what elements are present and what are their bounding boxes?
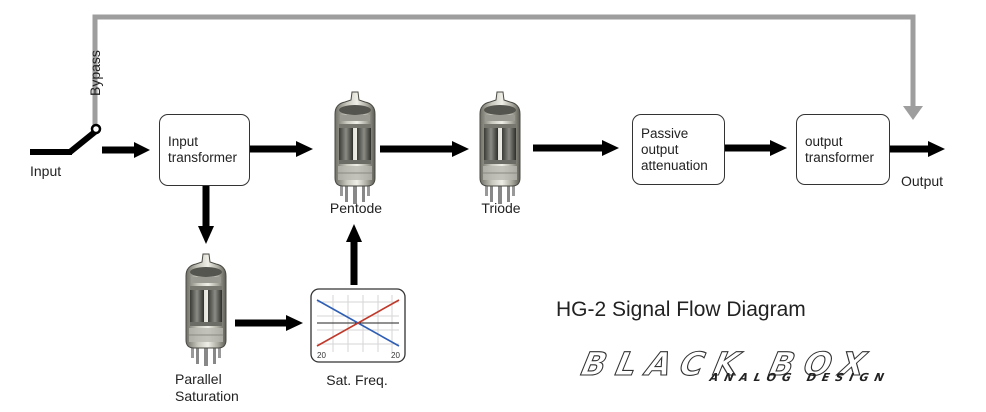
parallel-saturation-tube-icon bbox=[185, 253, 227, 367]
output-transformer-line-1: output bbox=[805, 133, 843, 149]
signal-arrow-to-pentode bbox=[250, 141, 313, 157]
output-transformer-line-2: transformer bbox=[805, 149, 875, 165]
sat-freq-label: Sat. Freq. bbox=[326, 372, 388, 388]
logo-sub-text: ANALOG DESIGN bbox=[707, 371, 891, 384]
output-transformer-box: output transformer bbox=[796, 114, 890, 185]
signal-arrow-to-attenuation bbox=[533, 140, 619, 156]
bypass-path bbox=[92, 14, 923, 128]
black-box-logo: BLACK BOX ANALOG DESIGN bbox=[578, 345, 891, 384]
bypass-label: Bypass bbox=[87, 50, 103, 96]
diagram-title: HG-2 Signal Flow Diagram bbox=[556, 298, 806, 321]
input-label: Input bbox=[30, 163, 62, 179]
signal-arrow-to-input-transformer bbox=[102, 142, 150, 158]
passive-attenuation-line-2: output bbox=[641, 141, 679, 157]
sat-freq-graph: 20 20 bbox=[310, 288, 406, 363]
signal-arrow-to-parallel-saturation bbox=[198, 186, 214, 244]
parallel-saturation-label-2: Saturation bbox=[175, 388, 239, 404]
logo-main-text: BLACK BOX bbox=[578, 345, 879, 383]
signal-arrow-to-output-transformer bbox=[725, 140, 787, 156]
passive-attenuation-line-3: attenuation bbox=[641, 157, 708, 173]
passive-attenuation-box: Passive output attenuation bbox=[632, 114, 725, 185]
input-transformer-line-2: transformer bbox=[168, 150, 238, 165]
pentode-label: Pentode bbox=[329, 200, 383, 216]
parallel-saturation-label-1: Parallel bbox=[175, 371, 222, 387]
triode-tube-icon bbox=[479, 91, 521, 205]
input-transformer-box: Input transformer bbox=[159, 114, 250, 186]
signal-arrow-to-sat-freq bbox=[235, 315, 303, 331]
pentode-tube-icon bbox=[334, 91, 376, 205]
passive-attenuation-line-1: Passive bbox=[641, 125, 689, 141]
input-transformer-line-1: Input bbox=[168, 134, 199, 149]
signal-arrow-to-output bbox=[890, 141, 945, 157]
triode-label: Triode bbox=[481, 200, 521, 216]
sat-freq-left-tick: 20 bbox=[317, 351, 326, 360]
sat-freq-right-tick: 20 bbox=[391, 351, 400, 360]
signal-arrow-to-triode bbox=[380, 141, 469, 157]
sat-freq-red-curve bbox=[316, 299, 400, 347]
bypass-switch bbox=[30, 123, 102, 155]
output-label: Output bbox=[901, 173, 944, 189]
signal-arrow-to-pentode-from-sat-freq bbox=[346, 224, 362, 285]
